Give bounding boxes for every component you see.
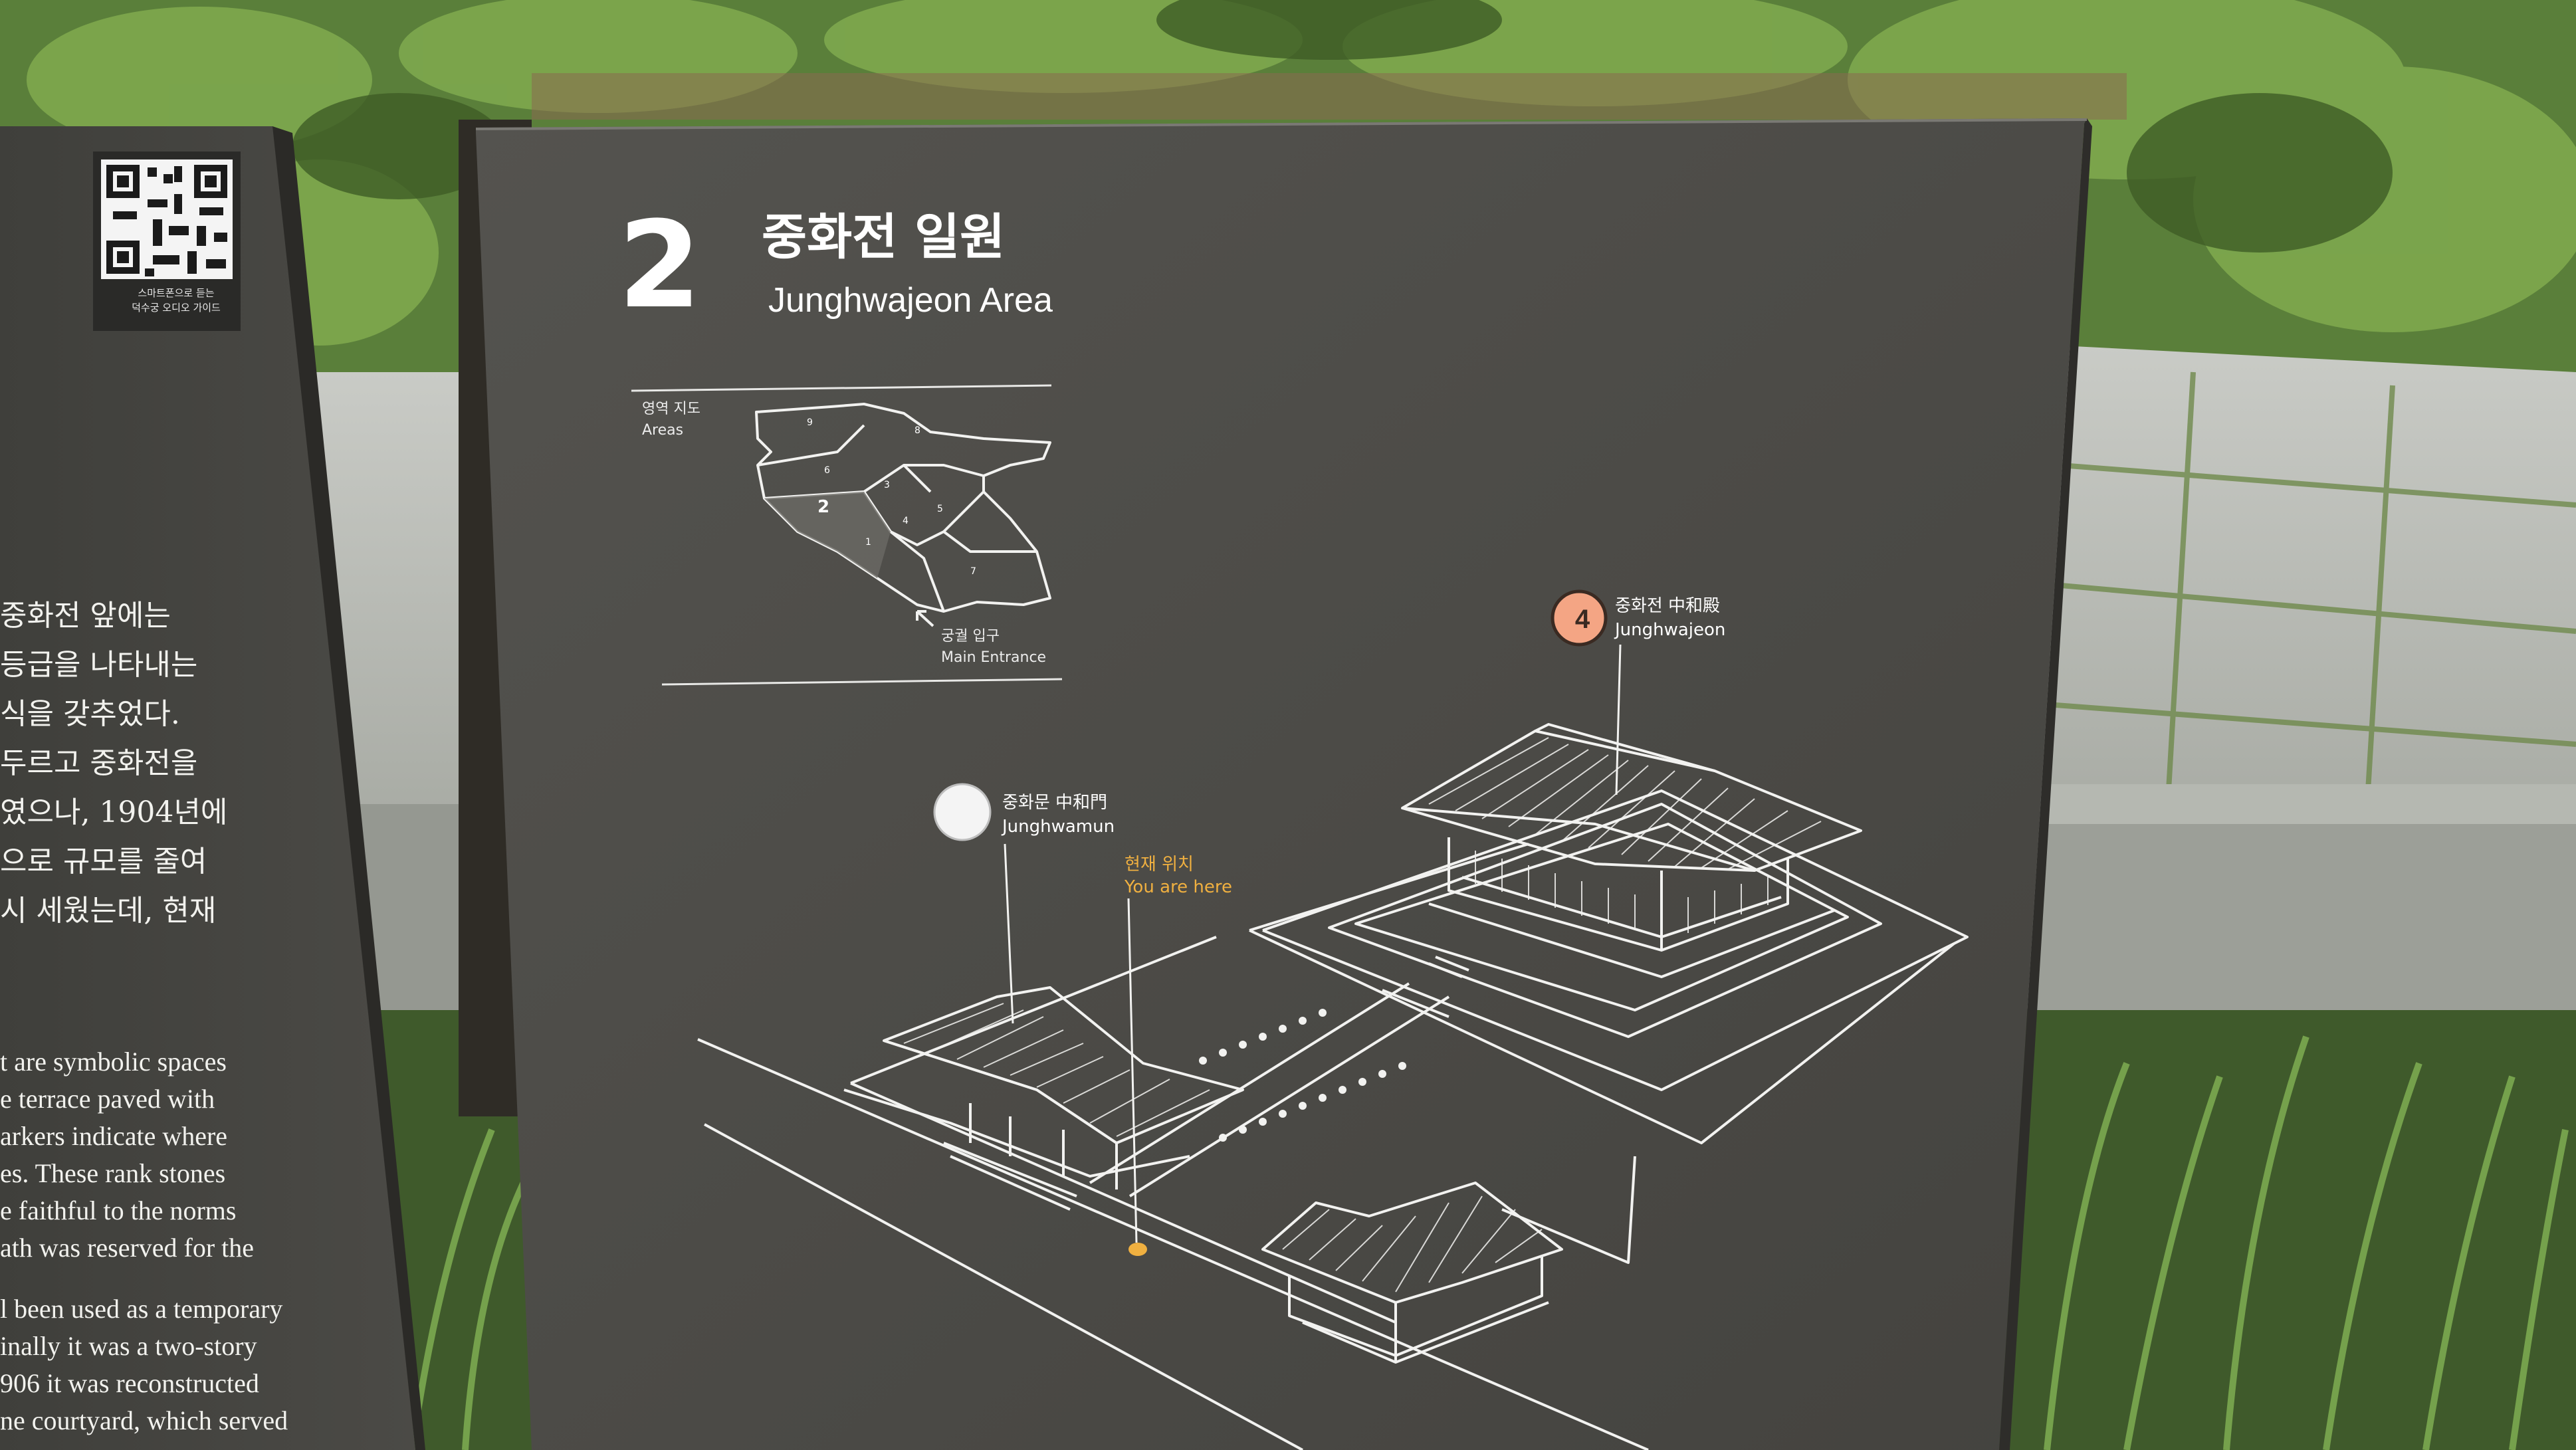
- main-entrance-kr: 궁궐 입구: [941, 628, 1000, 645]
- grass-blades: [409, 1035, 2569, 1450]
- main-sign-panel: [476, 118, 2087, 1450]
- entrance-arrow-icon: [916, 610, 934, 627]
- pavement-right: [2034, 346, 2576, 824]
- map-area-current: 2: [817, 497, 830, 517]
- junghwamun-name-kr: 중화문 中和門: [1002, 793, 1108, 813]
- sign-title-korean: 중화전 일원: [762, 209, 1006, 266]
- qr-caption-line: 덕수궁 오디오 가이드: [132, 302, 221, 314]
- junghwamun-gate-drawing: [843, 986, 1244, 1211]
- left-kr-line: 중화전 앞에는: [0, 599, 171, 633]
- qr-caption-line: 스마트폰으로 듣는: [138, 287, 215, 299]
- left-kr-line: 두르고 중화전을: [0, 746, 198, 780]
- leader-lines: [1004, 644, 1622, 1243]
- left-kr-line: 식을 갖추었다.: [0, 697, 180, 731]
- junghwamun-roof-hatching: [903, 1003, 1210, 1137]
- left-panel-korean-text: 중화전 앞에는 등급을 나타내는 식을 갖추었다. 두르고 중화전을 였으나, …: [0, 591, 227, 936]
- sign-number: 2: [618, 196, 702, 335]
- map-area-number: 9: [807, 417, 813, 428]
- map-area-number: 7: [970, 566, 976, 577]
- left-panel-english-text: t are symbolic spaces e terrace paved wi…: [0, 1043, 288, 1439]
- left-en-line: inally it was a two-story: [0, 1331, 257, 1361]
- left-en-line: ne courtyard, which served: [0, 1405, 288, 1435]
- rank-stones: [1199, 1009, 1406, 1142]
- left-kr-line: 였으나, 1904년에: [0, 795, 228, 829]
- left-en-line: l been used as a temporary: [0, 1294, 283, 1324]
- junghwamun-name-en: Junghwamun: [1002, 817, 1115, 837]
- left-kr-line: 등급을 나타내는: [0, 648, 198, 682]
- left-en-line: t are symbolic spaces: [0, 1047, 227, 1077]
- main-sign-top-highlight: [475, 118, 2088, 130]
- side-pavilion-hatching: [1282, 1195, 1543, 1293]
- junghwajeon-roof-hatching: [1428, 737, 1822, 933]
- left-en-line: e terrace paved with: [0, 1084, 215, 1114]
- junghwajeon-name-en: Junghwajeon: [1615, 620, 1726, 640]
- main-entrance-label: 궁궐 입구 Main Entrance: [941, 626, 1046, 669]
- stone-curb-right-top: [2020, 784, 2576, 824]
- number-4-audio-marker-icon: [1551, 589, 1608, 647]
- pavement-joints: [2046, 371, 2576, 825]
- distant-wall: [532, 73, 2127, 120]
- you-are-here-kr: 현재 위치: [1125, 855, 1194, 875]
- map-divider-top: [631, 384, 1052, 392]
- junghwamun-label: 중화문 中和門 Junghwamun: [1002, 791, 1115, 839]
- white-dot-marker-icon: [933, 783, 992, 841]
- palace-illustration: [697, 789, 1969, 1450]
- paragraph-gap: [0, 1267, 288, 1291]
- road-line-2: [704, 1123, 1303, 1450]
- areas-label-kr: 영역 지도: [642, 401, 700, 417]
- map-area-number: 3: [884, 480, 890, 490]
- map-area-number: 1: [865, 537, 871, 548]
- left-kr-line: 시 세웠는데, 현재: [0, 894, 217, 928]
- courtyard-edge-3: [1249, 929, 1955, 1144]
- map-divider-bottom: [661, 678, 1063, 686]
- pavement-left: [306, 372, 505, 824]
- areas-label: 영역 지도 Areas: [642, 399, 700, 441]
- central-path-2: [1128, 995, 1450, 1197]
- map-area-number: 8: [914, 425, 920, 436]
- qr-code-icon: [93, 152, 241, 331]
- left-en-line: ath was reserved for the: [0, 1233, 255, 1263]
- left-en-line: es. These rank stones: [0, 1158, 226, 1188]
- map-area-number: 4: [903, 516, 909, 526]
- map-area-number: 6: [824, 465, 830, 476]
- side-pavilion-drawing: [1261, 1182, 1563, 1364]
- courtyard-edge-1: [850, 936, 1217, 1085]
- road-line-1: [697, 1038, 1649, 1450]
- audio-marker-number: 4: [1574, 605, 1590, 634]
- left-sign-edge: [272, 126, 425, 1450]
- left-en-line: e faithful to the norms: [0, 1195, 237, 1225]
- map-area-number: 5: [937, 504, 943, 514]
- stone-curb-right: [2020, 791, 2576, 1030]
- you-are-here-dot: [1128, 1243, 1147, 1256]
- left-en-line: arkers indicate where: [0, 1121, 228, 1151]
- you-are-here-en: You are here: [1125, 877, 1232, 897]
- you-are-here-label: 현재 위치 You are here: [1125, 853, 1232, 898]
- area-map-current-area: [764, 492, 891, 578]
- left-en-line: 906 it was reconstructed: [0, 1368, 259, 1398]
- qr-caption: 스마트폰으로 듣는 덕수궁 오디오 가이드: [113, 286, 239, 315]
- central-path-1: [1089, 982, 1410, 1184]
- areas-label-en: Areas: [642, 422, 684, 439]
- outer-wall: [1262, 789, 1969, 1091]
- junghwajeon-name-kr: 중화전 中和殿: [1615, 596, 1721, 616]
- junghwajeon-label: 중화전 中和殿 Junghwajeon: [1615, 594, 1725, 642]
- left-kr-line: 으로 규모를 줄여: [0, 845, 207, 879]
- junghwajeon-hall-drawing: [1401, 723, 1862, 978]
- main-sign-right-edge: [1999, 118, 2092, 1450]
- main-entrance-en: Main Entrance: [941, 649, 1047, 666]
- foliage-dark: [292, 0, 2393, 253]
- courtyard-edge-5: [1501, 1156, 1636, 1264]
- sign-title-english: Junghwajeon Area: [768, 281, 1053, 320]
- courtyard-edge-2: [850, 1082, 1396, 1324]
